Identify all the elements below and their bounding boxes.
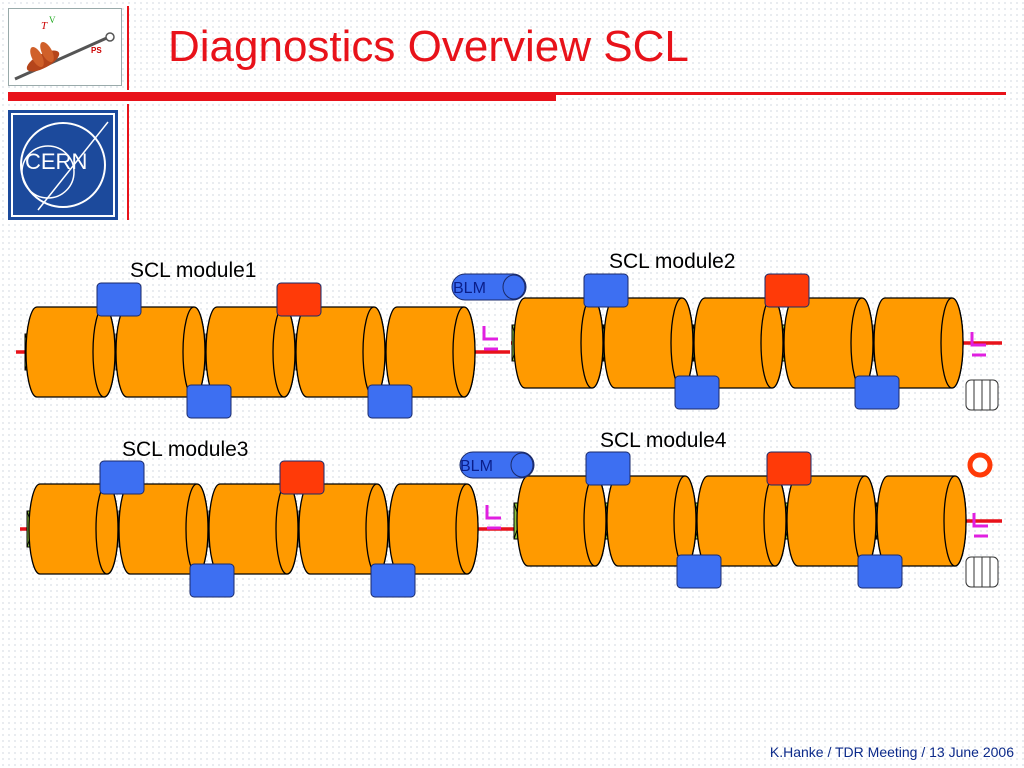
magenta-bracket [485, 505, 501, 520]
magenta-monitor [485, 505, 501, 530]
module-label-2: SCL module2 [609, 250, 735, 273]
blm-detector [451, 273, 527, 301]
blue-monitor [674, 375, 720, 410]
cern-logo-graphic: CERN [11, 113, 115, 217]
magenta-bracket [972, 513, 988, 528]
blm-label-1: BLM [453, 280, 486, 297]
cavity-end [92, 306, 116, 398]
blue-monitor [854, 375, 900, 410]
blue-monitor [370, 563, 416, 598]
blue-monitor [585, 451, 631, 486]
cavity-1 [28, 483, 119, 575]
magenta-monitor [482, 326, 498, 351]
red-monitor [276, 282, 322, 317]
cavity-4 [298, 483, 389, 575]
module-label-3: SCL module3 [122, 438, 248, 461]
cavity-1 [25, 306, 116, 398]
cavity-5 [873, 297, 964, 389]
cavity-end [940, 297, 964, 389]
blue-monitor [676, 554, 722, 589]
cavity-end [185, 483, 209, 575]
header-thick-rule [8, 94, 556, 101]
cavity-end [275, 483, 299, 575]
cavity-2 [115, 306, 206, 398]
cavity-5 [385, 306, 476, 398]
cavity-end [583, 475, 607, 567]
slide-footer: K.Hanke / TDR Meeting / 13 June 2006 [769, 744, 1014, 760]
cavity-2 [606, 475, 697, 567]
cavity-3 [696, 475, 787, 567]
grid-monitor [965, 556, 999, 588]
cavity-end [943, 475, 967, 567]
blm-end [502, 274, 526, 300]
module-label-4: SCL module4 [600, 429, 727, 452]
blue-monitor [96, 282, 142, 317]
cavity-4 [295, 306, 386, 398]
ps-logo-graphic: T V PS [14, 15, 115, 81]
magenta-monitor [970, 332, 986, 357]
cavity-end [95, 483, 119, 575]
ring-monitor [967, 452, 993, 478]
cavity-5 [876, 475, 967, 567]
magenta-monitor [972, 513, 988, 538]
magenta-bracket [970, 332, 986, 347]
blue-monitor [186, 384, 232, 419]
cavity-end [760, 297, 784, 389]
magenta-bracket [482, 326, 498, 341]
cavity-end [580, 297, 604, 389]
cavity-end [763, 475, 787, 567]
cavity-end [673, 475, 697, 567]
blue-monitor [857, 554, 903, 589]
cavity-5 [388, 483, 479, 575]
cavity-2 [603, 297, 694, 389]
cern-logo: CERN [8, 110, 118, 220]
red-monitor [766, 451, 812, 486]
cavity-3 [205, 306, 296, 398]
cavity-1 [513, 297, 604, 389]
cavity-4 [783, 297, 874, 389]
cavity-2 [118, 483, 209, 575]
cavity-end [272, 306, 296, 398]
ps-logo: T V PS [8, 8, 122, 86]
red-monitor [279, 460, 325, 495]
cern-logo-text: CERN [25, 149, 87, 174]
blue-monitor [583, 273, 629, 308]
blue-monitor [367, 384, 413, 419]
cavity-end [853, 475, 877, 567]
grid-monitor [965, 379, 999, 411]
cavity-end [362, 306, 386, 398]
svg-text:T: T [41, 20, 48, 32]
cavity-1 [516, 475, 607, 567]
header-thin-rule [8, 92, 1006, 95]
cavity-end [850, 297, 874, 389]
blm-label-2: BLM [460, 458, 493, 475]
slide-title: Diagnostics Overview SCL [168, 22, 689, 71]
red-monitor [764, 273, 810, 308]
cavity-end [365, 483, 389, 575]
cavity-end [182, 306, 206, 398]
cavity-end [452, 306, 476, 398]
ps-logo-text: PS [91, 46, 102, 55]
blue-monitor [99, 460, 145, 495]
cavity-3 [208, 483, 299, 575]
module-label-1: SCL module1 [130, 259, 256, 282]
cavity-end [455, 483, 479, 575]
blue-monitor [189, 563, 235, 598]
cavity-end [670, 297, 694, 389]
svg-text:V: V [49, 15, 56, 25]
cavity-3 [693, 297, 784, 389]
blm-end [510, 452, 534, 478]
cavity-4 [786, 475, 877, 567]
blm-detector [459, 451, 535, 479]
